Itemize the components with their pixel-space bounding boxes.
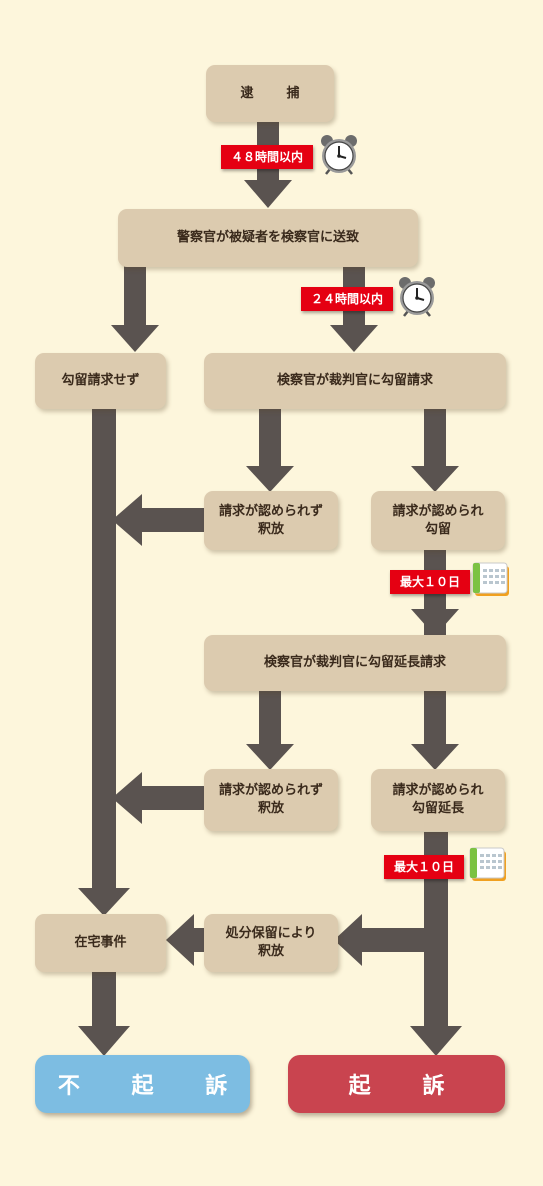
arrow-home-to-non-prosecution: [78, 970, 130, 1056]
arrow-request-to-granted: [411, 408, 459, 492]
arrow-left-mainline: [78, 408, 130, 916]
node-send-to-prosecutor: 警察官が被疑者を検察官に送致: [118, 209, 418, 267]
tag-max-10-days-1: 最大１０日: [390, 570, 471, 594]
node-arrest: 逮 捕: [206, 65, 334, 122]
node-extension-request: 検察官が裁判官に勾留延長請求: [204, 635, 506, 691]
node-prosecution: 起 訴: [288, 1055, 505, 1113]
calendar-icon: [469, 845, 509, 887]
arrow-request-to-denied-1: [246, 408, 294, 492]
arrow-extension-to-denied-2: [246, 690, 294, 770]
arrow-denied-2-left: [112, 772, 204, 824]
arrow-branch-to-release: [334, 914, 426, 966]
arrow-denied-1-left: [112, 494, 204, 546]
node-request-denied-release-1: 請求が認められず 釈放: [204, 491, 338, 550]
node-non-prosecution: 不 起 訴: [35, 1055, 250, 1113]
node-request-granted-extension: 請求が認められ 勾留延長: [371, 769, 505, 831]
tag-max-10-days-2: 最大１０日: [384, 855, 465, 879]
node-release-pending-disposition: 処分保留により 釈放: [204, 914, 338, 972]
alarm-clock-icon: [396, 275, 438, 321]
arrow-send-to-no-request: [111, 265, 159, 352]
tag-48-hours: ４８時間以内: [221, 145, 314, 169]
arrow-release-to-home: [166, 914, 204, 966]
node-detention-request: 検察官が裁判官に勾留請求: [204, 353, 506, 409]
tag-24-hours: ２４時間以内: [301, 287, 394, 311]
alarm-clock-icon: [318, 133, 360, 179]
arrow-extension-to-granted: [411, 690, 459, 770]
calendar-icon: [472, 560, 512, 602]
node-request-granted-detention: 請求が認められ 勾留: [371, 491, 505, 550]
node-no-detention-request: 勾留請求せず: [35, 353, 166, 409]
node-request-denied-release-2: 請求が認められず 釈放: [204, 769, 338, 831]
node-at-home-case: 在宅事件: [35, 914, 166, 972]
